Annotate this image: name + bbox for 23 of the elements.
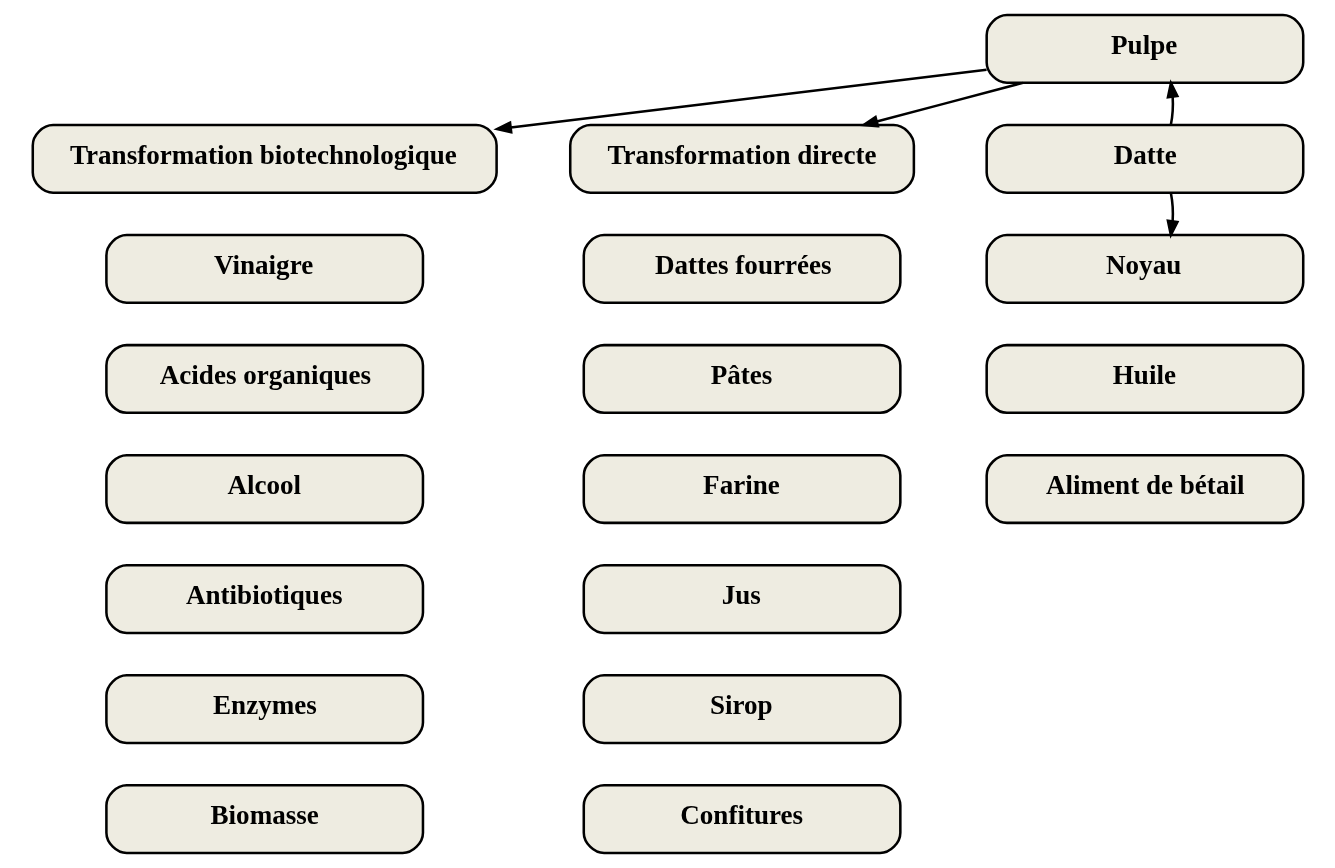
node-box: Antibiotiques bbox=[104, 563, 424, 635]
arrow bbox=[492, 68, 987, 134]
node-box: Farine bbox=[582, 453, 902, 525]
node-box: Alcool bbox=[104, 453, 424, 525]
arrow bbox=[1165, 79, 1179, 126]
node-box: Huile bbox=[984, 343, 1304, 415]
node-box: Aliment de bétail bbox=[984, 453, 1304, 525]
node-box: Vinaigre bbox=[104, 233, 424, 305]
node-box: Transformation directe bbox=[568, 123, 915, 195]
node-box: Acides organiques bbox=[104, 343, 424, 415]
node-box: Pulpe bbox=[984, 13, 1304, 84]
node-box: Pâtes bbox=[582, 343, 902, 415]
node-box: Biomasse bbox=[104, 784, 424, 855]
node-box: Transformation biotechnologique bbox=[31, 123, 498, 195]
node-box: Noyau bbox=[984, 233, 1304, 305]
node-box: Enzymes bbox=[104, 673, 424, 745]
node-box: Sirop bbox=[582, 673, 902, 745]
node-box: Confitures bbox=[582, 784, 902, 855]
node-box: Datte bbox=[984, 123, 1304, 195]
node-box: Jus bbox=[582, 563, 902, 635]
node-box: Dattes fourrées bbox=[582, 233, 902, 305]
arrow bbox=[859, 81, 1023, 128]
arrow bbox=[1165, 192, 1179, 239]
